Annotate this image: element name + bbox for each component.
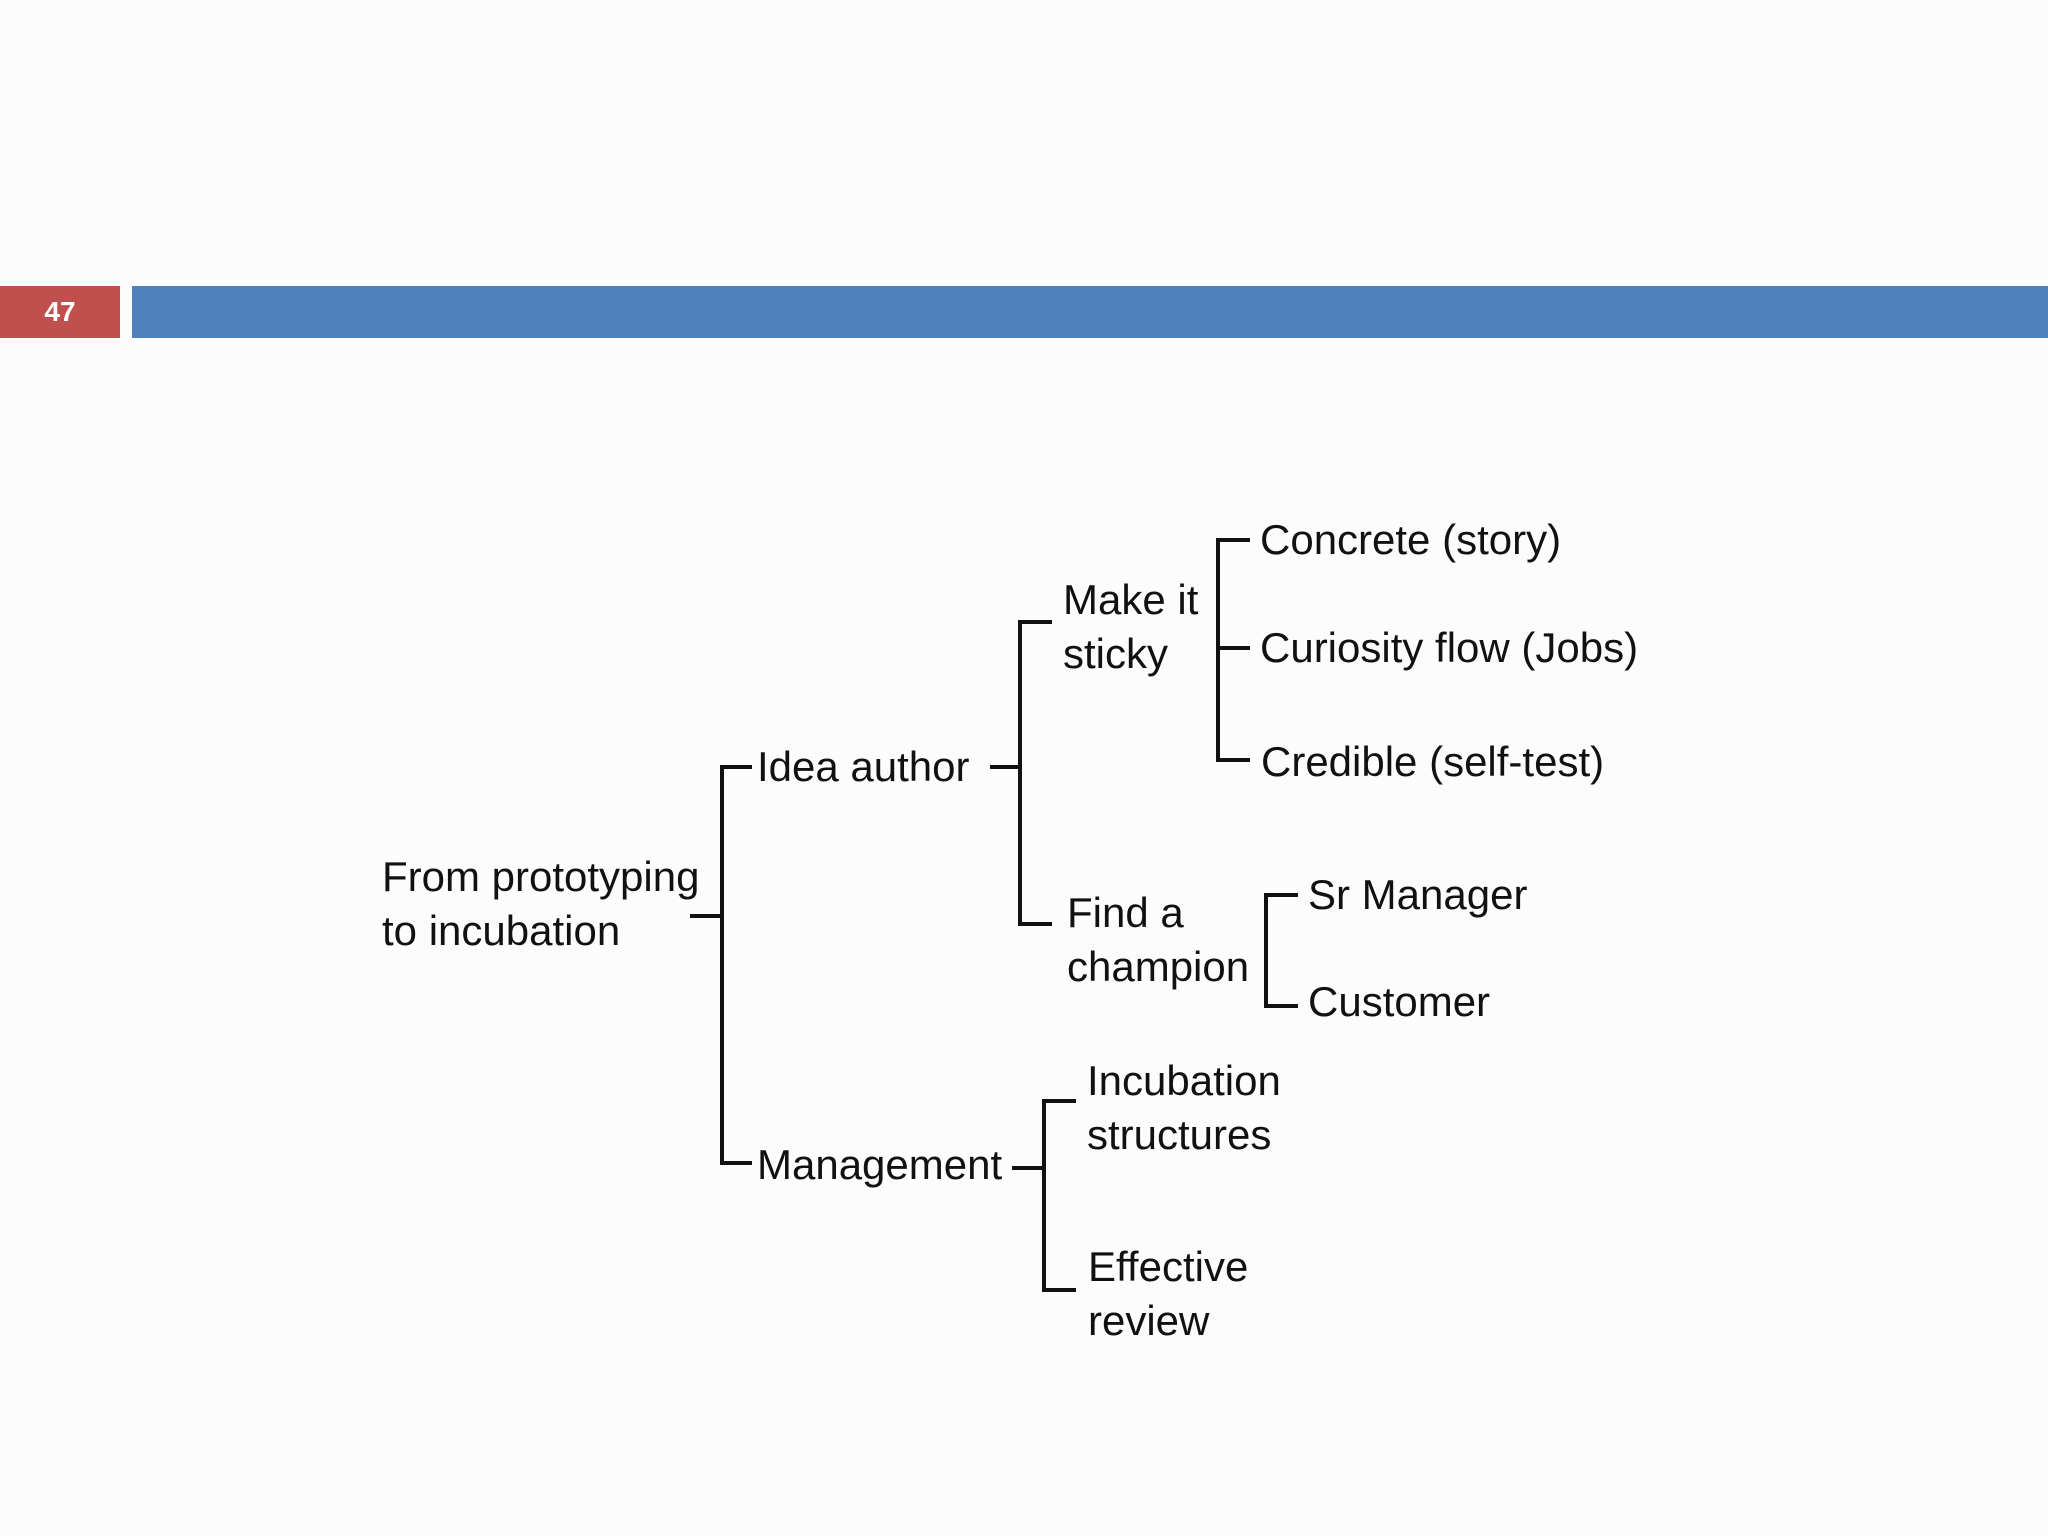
slide-number-text: 47 (44, 296, 76, 327)
node-credible-label: Credible (self-test) (1261, 738, 1605, 785)
node-effective-review-line1: Effective (1088, 1243, 1249, 1290)
node-root: From prototyping to incubation (382, 850, 699, 958)
node-make-it-sticky: Make it sticky (1063, 573, 1198, 681)
header-bar (132, 286, 2048, 338)
bracket-idea-author (1018, 620, 1052, 926)
node-make-it-sticky-line1: Make it (1063, 576, 1199, 623)
node-find-champion-line2: champion (1067, 943, 1250, 990)
node-find-champion-line1: Find a (1067, 889, 1184, 936)
node-management: Management (757, 1138, 1002, 1192)
node-sr-manager-label: Sr Manager (1308, 871, 1528, 918)
node-root-line1: From prototyping (382, 853, 700, 900)
bracket-management (1042, 1099, 1076, 1292)
node-customer-label: Customer (1308, 978, 1491, 1025)
node-incubation-structures-line1: Incubation (1087, 1057, 1281, 1104)
node-curiosity-flow: Curiosity flow (Jobs) (1260, 621, 1638, 675)
node-curiosity-flow-label: Curiosity flow (Jobs) (1260, 624, 1639, 671)
node-idea-author-label: Idea author (757, 743, 970, 790)
node-make-it-sticky-line2: sticky (1063, 630, 1168, 677)
bracket-champion (1264, 893, 1298, 1008)
node-sr-manager: Sr Manager (1308, 868, 1527, 922)
node-credible: Credible (self-test) (1261, 735, 1604, 789)
node-effective-review-line2: review (1088, 1297, 1210, 1344)
node-find-champion: Find a champion (1067, 886, 1249, 994)
node-incubation-structures-line2: structures (1087, 1111, 1272, 1158)
node-idea-author: Idea author (757, 740, 970, 794)
node-incubation-structures: Incubation structures (1087, 1054, 1281, 1162)
slide-number: 47 (0, 286, 120, 338)
node-root-line2: to incubation (382, 907, 621, 954)
node-management-label: Management (757, 1141, 1003, 1188)
node-customer: Customer (1308, 975, 1490, 1029)
node-concrete-label: Concrete (story) (1260, 516, 1562, 563)
node-concrete: Concrete (story) (1260, 513, 1561, 567)
node-effective-review: Effective review (1088, 1240, 1248, 1348)
bracket-level1 (720, 765, 752, 1165)
